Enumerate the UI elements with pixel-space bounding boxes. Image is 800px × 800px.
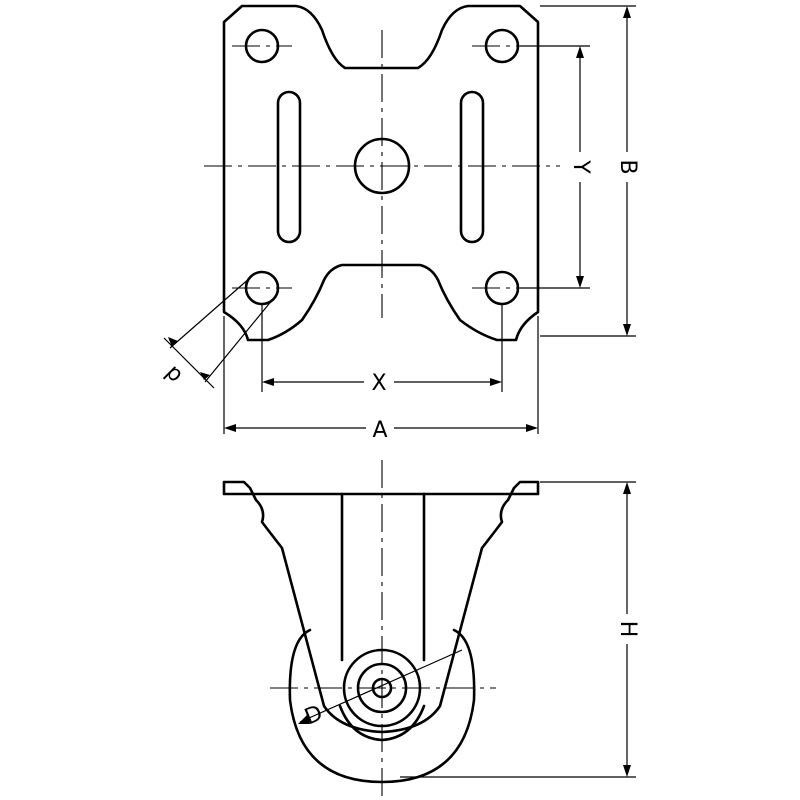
arrow-b-top <box>623 6 631 18</box>
slot-right <box>459 90 485 244</box>
arrow-b-bottom <box>623 324 631 336</box>
arrow-d-lower <box>200 372 210 380</box>
slot-left <box>276 90 302 244</box>
arrow-y-top <box>576 46 584 58</box>
dimension-label-b: B <box>615 159 640 174</box>
arrow-h-top <box>623 482 631 494</box>
dimension-line-d-large <box>299 649 463 723</box>
dimension-label-a: A <box>372 418 387 443</box>
mounting-plate-outline <box>222 4 540 342</box>
dimension-label-h: H <box>615 621 640 638</box>
extension-line-d-lower <box>204 298 274 383</box>
arrow-a-left <box>224 424 236 432</box>
arrow-d-large <box>298 714 310 724</box>
top-view: Y B X A d <box>160 4 640 443</box>
arrow-x-left <box>262 378 274 386</box>
arrow-d-upper <box>168 337 178 347</box>
dimension-label-d-small: d <box>160 361 188 389</box>
arrow-x-right <box>490 378 502 386</box>
side-view: D H <box>222 460 640 800</box>
dimension-label-x: X <box>371 371 386 396</box>
extension-line-d-upper <box>169 276 252 349</box>
fork-bracket-outline <box>222 480 540 734</box>
dimension-label-y: Y <box>568 159 593 174</box>
arrow-a-right <box>526 424 538 432</box>
arrow-y-bottom <box>576 276 584 288</box>
arrow-h-bottom <box>623 765 631 777</box>
